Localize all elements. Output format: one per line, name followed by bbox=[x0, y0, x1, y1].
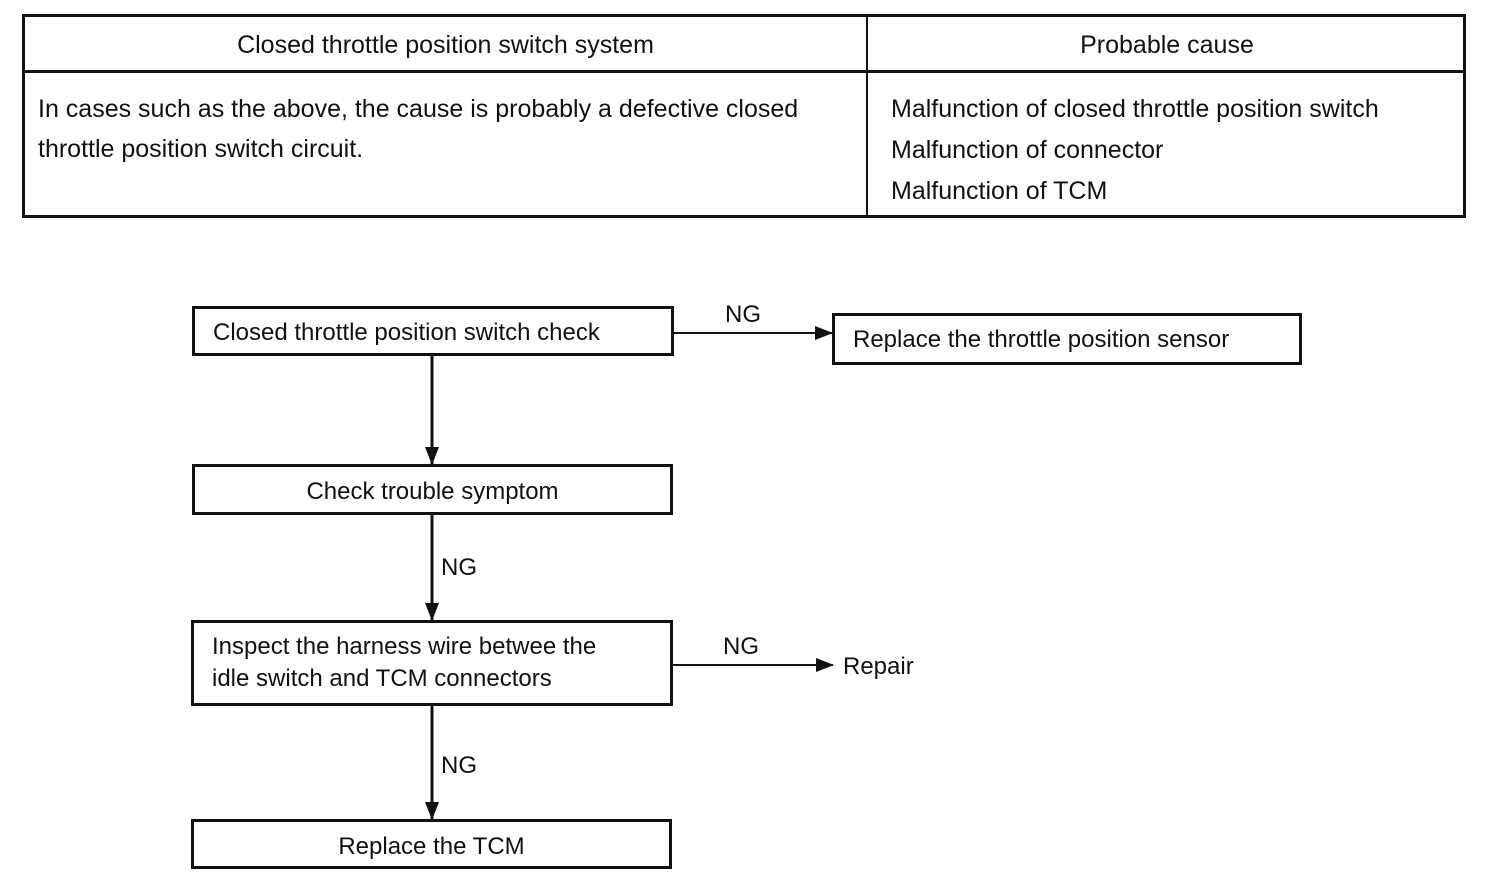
ng-label: NG bbox=[441, 752, 477, 779]
flow-step-inspect-harness: Inspect the harness wire betwee the idle… bbox=[191, 620, 673, 706]
ng-label: NG bbox=[723, 633, 759, 660]
ng-label: NG bbox=[441, 554, 477, 581]
table-column-divider bbox=[866, 17, 868, 215]
table-header-probable-cause: Probable cause bbox=[1080, 31, 1254, 59]
flow-step-switch-check: Closed throttle position switch check bbox=[192, 306, 674, 356]
flow-step-label-line2: idle switch and TCM connectors bbox=[212, 665, 552, 692]
cause-list: Malfunction of closed throttle position … bbox=[891, 89, 1461, 212]
cause-item: Malfunction of TCM bbox=[891, 177, 1108, 205]
table-header-system: Closed throttle position switch system bbox=[237, 31, 654, 59]
flow-step-label: Replace the TCM bbox=[338, 833, 525, 860]
flow-step-label-line1: Inspect the harness wire betwee the bbox=[212, 633, 597, 660]
flow-step-replace-tcm: Replace the TCM bbox=[191, 819, 672, 869]
flow-step-replace-sensor: Replace the throttle position sensor bbox=[832, 313, 1302, 365]
ng-label: NG bbox=[725, 301, 761, 328]
cause-item: Malfunction of connector bbox=[891, 136, 1164, 164]
flow-step-label: Replace the throttle position sensor bbox=[853, 326, 1230, 353]
probable-cause-table: Closed throttle position switch system P… bbox=[22, 14, 1466, 218]
table-cell-description: In cases such as the above, the cause is… bbox=[38, 95, 799, 163]
cause-item: Malfunction of closed throttle position … bbox=[891, 95, 1379, 123]
flow-step-check-symptom: Check trouble symptom bbox=[192, 464, 673, 515]
repair-label: Repair bbox=[843, 653, 914, 680]
table-header-divider bbox=[25, 70, 1463, 73]
flow-step-label: Check trouble symptom bbox=[306, 478, 559, 505]
flow-step-label: Closed throttle position switch check bbox=[213, 319, 600, 346]
